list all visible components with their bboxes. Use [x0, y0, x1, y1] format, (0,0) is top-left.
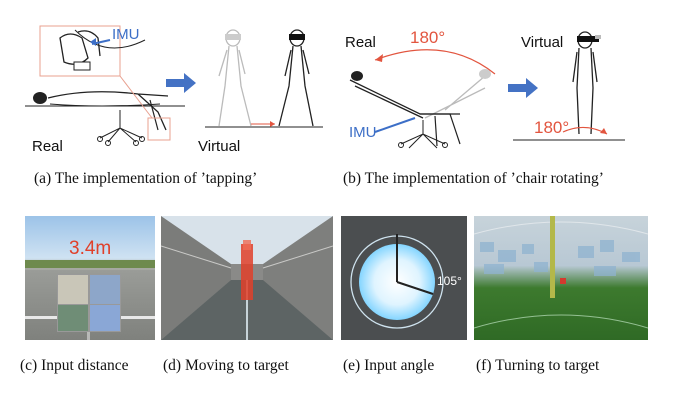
angle-readout: 105° — [437, 274, 462, 288]
caption-b: (b) The implementation of ’chair rotatin… — [343, 170, 604, 187]
subfigure-d-panel — [161, 216, 333, 340]
angle-label-top: 180° — [410, 28, 446, 47]
angle-label-bottom: 180° — [534, 118, 570, 137]
caption-d: (d) Moving to target — [163, 357, 289, 374]
imu-label-a: IMU — [112, 26, 140, 43]
distance-readout: 3.4m — [69, 238, 112, 259]
lying-person-illustration — [25, 25, 185, 146]
walking-person-illustration — [205, 29, 323, 128]
caption-e: (e) Input angle — [343, 357, 435, 374]
caption-a: (a) The implementation of ’tapping’ — [34, 170, 258, 187]
subfigure-e-panel: 105° — [341, 216, 467, 340]
virtual-label-b: Virtual — [521, 34, 564, 51]
caption-c: (c) Input distance — [20, 357, 129, 374]
caption-f: (f) Turning to target — [476, 357, 600, 374]
imu-label-b: IMU — [349, 124, 377, 141]
real-label-a: Real — [32, 138, 63, 155]
reclining-chair-illustration — [349, 49, 496, 149]
standing-person-illustration — [513, 31, 625, 141]
real-label-b: Real — [345, 34, 376, 51]
subfigure-c-panel: 3.4m — [25, 216, 155, 340]
right-arrow-icon — [166, 73, 196, 93]
right-arrow-icon — [508, 78, 538, 98]
virtual-label-a: Virtual — [198, 138, 241, 155]
subfigure-f-panel — [474, 216, 648, 340]
